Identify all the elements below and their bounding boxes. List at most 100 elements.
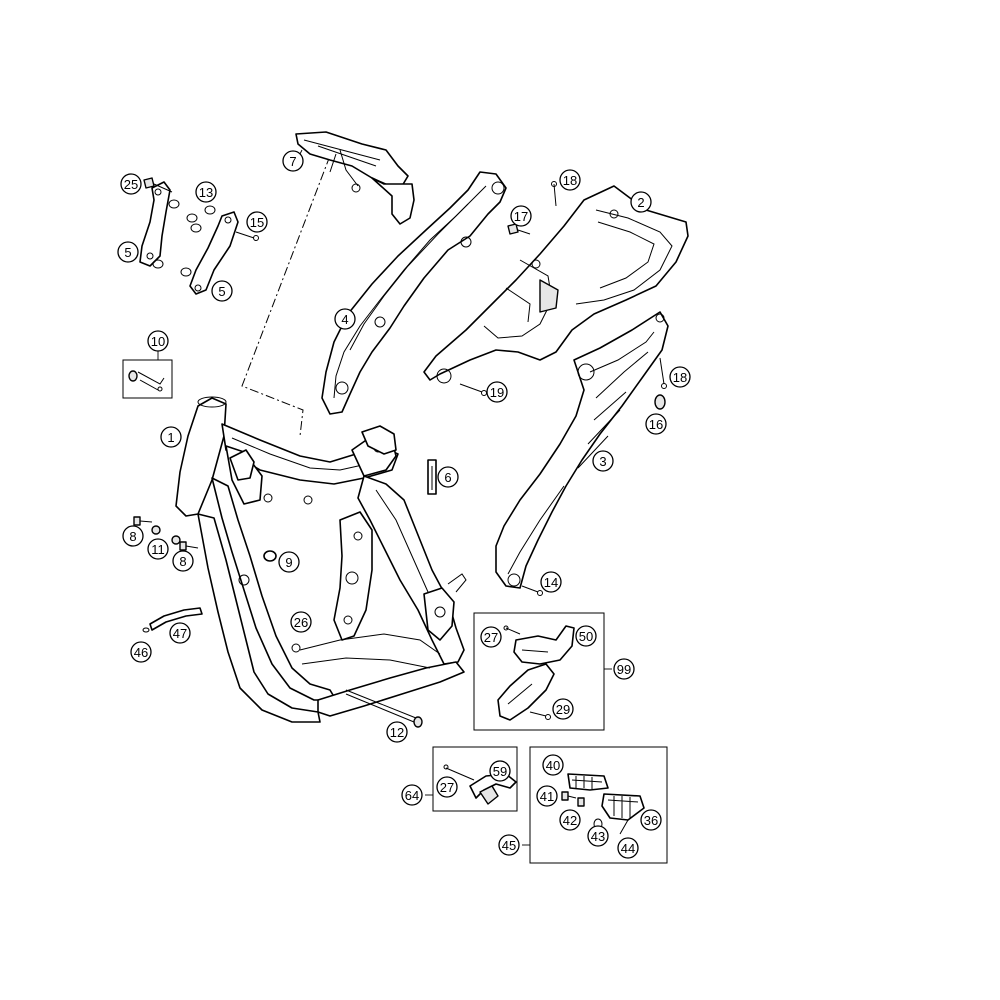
callout-circle [120, 173, 142, 195]
callout-c26: 26 [290, 611, 312, 633]
callout-c18a: 18 [559, 169, 581, 191]
bolt-14 [521, 585, 543, 596]
callout-c29: 29 [552, 698, 574, 720]
callout-label: 50 [579, 629, 593, 644]
part-44-cotter [619, 819, 629, 835]
part-45-box [529, 746, 668, 864]
callout-c8a: 8 [122, 525, 144, 547]
callout-circle [489, 760, 511, 782]
callout-label: 29 [556, 702, 570, 717]
callout-circle [575, 625, 597, 647]
callout-circle [587, 825, 609, 847]
callout-c16: 16 [645, 413, 667, 435]
callout-c7: 7 [282, 150, 304, 172]
callout-c99: 99 [613, 658, 635, 680]
callout-label: 12 [390, 725, 404, 740]
callout-circle [117, 241, 139, 263]
part-29-guide [497, 663, 555, 721]
callout-label: 26 [294, 615, 308, 630]
callout-c25: 25 [120, 173, 142, 195]
callout-circle [160, 426, 182, 448]
callout-c44: 44 [617, 837, 639, 859]
callout-c36: 36 [640, 809, 662, 831]
callout-c43: 43 [587, 825, 609, 847]
callout-label: 99 [617, 662, 631, 677]
callout-circle [498, 834, 520, 856]
callout-c14: 14 [540, 571, 562, 593]
part-10-box [122, 359, 173, 399]
part-36-footpeg [601, 793, 645, 821]
callout-label: 3 [599, 454, 606, 469]
bolt-19 [459, 383, 487, 396]
callout-circle [617, 837, 639, 859]
callout-c42: 42 [559, 809, 581, 831]
callout-circle [645, 413, 667, 435]
callout-c9: 9 [278, 551, 300, 573]
callout-circle [334, 308, 356, 330]
callout-label: 43 [591, 829, 605, 844]
callout-label: 5 [218, 284, 225, 299]
leader-lines [157, 149, 303, 360]
callout-label: 8 [179, 554, 186, 569]
part-2-rear-subframe [423, 185, 689, 384]
callout-circle [195, 181, 217, 203]
part-64-box [432, 746, 518, 812]
part-42-pin [577, 797, 585, 807]
callout-label: 18 [673, 370, 687, 385]
callout-c10: 10 [147, 330, 169, 352]
callout-label: 25 [124, 177, 138, 192]
callout-circle [480, 626, 502, 648]
callout-c46: 46 [130, 641, 152, 663]
callout-c19: 19 [486, 381, 508, 403]
bolt-8b [179, 541, 199, 551]
callout-label: 15 [250, 215, 264, 230]
part-9-grommet [263, 550, 277, 562]
part-47-hose [149, 607, 203, 631]
callout-circle [282, 150, 304, 172]
callout-circle [552, 698, 574, 720]
callout-circle [510, 205, 532, 227]
callout-label: 18 [563, 173, 577, 188]
callout-c1: 1 [160, 426, 182, 448]
nut-16 [654, 394, 666, 410]
part-99-box [473, 612, 605, 731]
callout-c40: 40 [542, 754, 564, 776]
callout-circle [669, 366, 691, 388]
callout-circle [122, 525, 144, 547]
callout-label: 13 [199, 185, 213, 200]
bolt-18-top [551, 181, 557, 207]
callout-c5b: 5 [211, 280, 233, 302]
callout-circle [401, 784, 423, 806]
callout-circle [559, 809, 581, 831]
callout-c27b: 27 [436, 776, 458, 798]
callout-c11: 11 [147, 538, 169, 560]
part-6-clip [427, 459, 437, 495]
callout-label: 44 [621, 841, 635, 856]
callout-label: 2 [637, 195, 644, 210]
callout-c18b: 18 [669, 366, 691, 388]
callout-label: 17 [514, 209, 528, 224]
callout-circle [542, 754, 564, 776]
part-7-bracket [295, 131, 415, 225]
callout-label: 14 [544, 575, 558, 590]
callout-c59: 59 [489, 760, 511, 782]
callout-label: 64 [405, 788, 419, 803]
callout-circle [436, 776, 458, 798]
part-50-guide [513, 625, 575, 665]
part-41-spring [561, 791, 577, 801]
callout-c15: 15 [246, 211, 268, 233]
callout-label: 6 [444, 470, 451, 485]
callout-label: 19 [490, 385, 504, 400]
bolt-12 [345, 689, 423, 728]
callout-c6: 6 [437, 466, 459, 488]
part-1-main-frame [175, 396, 467, 723]
callout-label: 59 [493, 764, 507, 779]
callout-label: 27 [440, 780, 454, 795]
bolt-27-box99 [503, 625, 521, 635]
callout-circle [290, 611, 312, 633]
bolt-15 [235, 231, 259, 241]
callout-c50: 50 [575, 625, 597, 647]
callout-label: 47 [173, 626, 187, 641]
callout-c64: 64 [401, 784, 423, 806]
